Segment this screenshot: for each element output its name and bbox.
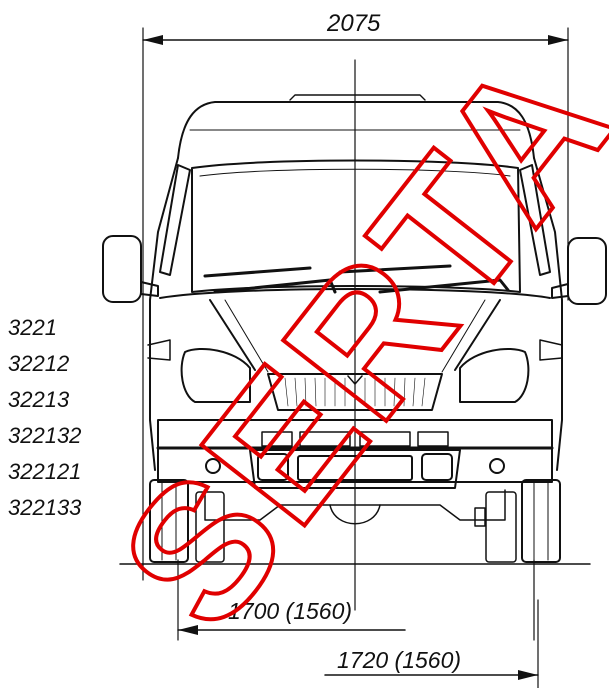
model-code: 32213 <box>8 387 70 412</box>
front-track-dimension <box>177 559 535 641</box>
side-windows <box>159 164 551 276</box>
wheels <box>149 479 561 563</box>
overall-width-dimension <box>142 27 569 581</box>
mirrors <box>102 235 607 305</box>
rear-track-dimension <box>324 599 539 689</box>
model-code: 3221 <box>8 315 57 340</box>
model-code: 322133 <box>8 495 82 520</box>
front-track-label: 1700 (1560) <box>228 598 353 624</box>
grille <box>267 373 443 411</box>
cab-outline <box>149 94 563 471</box>
hood <box>159 288 551 373</box>
bumper <box>156 419 554 489</box>
model-code: 32212 <box>8 351 70 376</box>
model-code: 322132 <box>8 423 82 448</box>
model-code: 322121 <box>8 459 82 484</box>
rear-track-label: 1720 (1560) <box>337 647 462 673</box>
underbody <box>204 489 506 527</box>
overall-width-label: 2075 <box>327 10 381 37</box>
wipers <box>203 264 510 294</box>
headlights <box>147 339 563 403</box>
model-list: 3221 32212 32213 322132 322121 322133 <box>8 310 81 526</box>
